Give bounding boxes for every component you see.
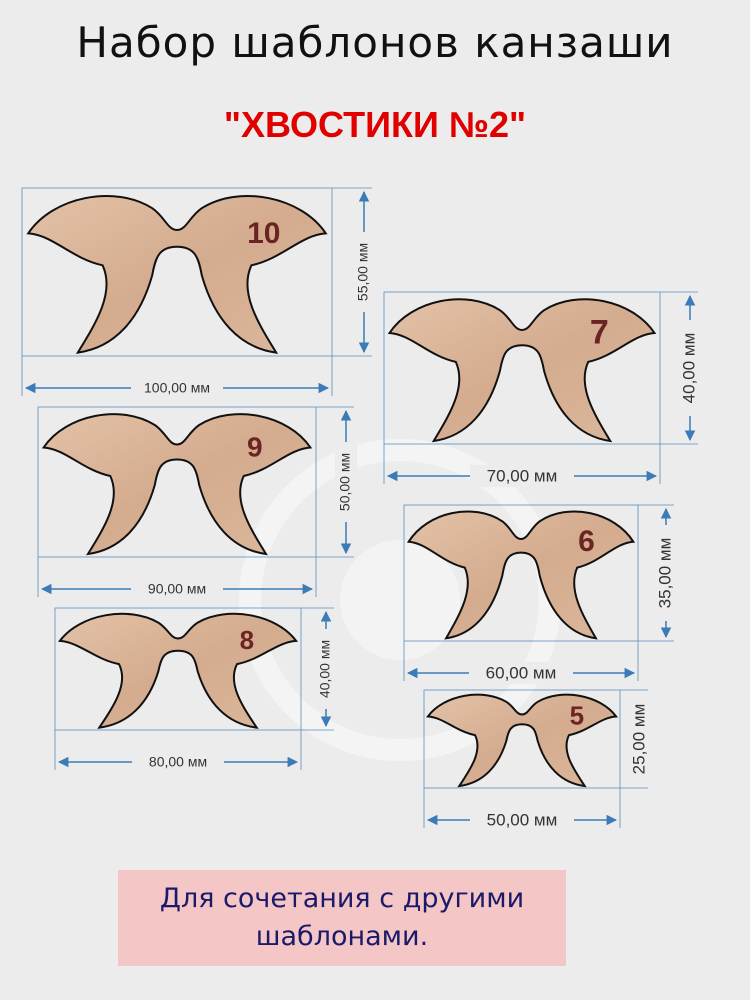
- height-label-bg: [629, 691, 651, 787]
- note-box: Для сочетания с другими шаблонами.: [118, 870, 566, 966]
- template-shape: [26, 195, 328, 354]
- template-frame: [21, 187, 333, 357]
- template-5: 5 50,00 мм 25,00 мм: [423, 689, 651, 831]
- template-9: 9 90,00 мм 50,00 мм: [37, 406, 357, 600]
- width-label: 100,00 мм: [144, 380, 210, 396]
- note-line-1: Для сочетания с другими: [159, 883, 525, 915]
- template-number: 7: [590, 314, 609, 352]
- height-label-bg: [353, 232, 375, 312]
- template-shape: [426, 693, 618, 788]
- width-label: 70,00 мм: [487, 466, 558, 485]
- background-swirl-center: [340, 540, 460, 660]
- template-number: 8: [240, 625, 254, 655]
- template-shape: [58, 612, 298, 729]
- width-label: 50,00 мм: [487, 810, 558, 829]
- template-number: 6: [578, 525, 595, 558]
- page-subtitle: "ХВОСТИКИ №2": [223, 104, 527, 145]
- height-label-bg: [335, 442, 357, 522]
- height-label-bg: [315, 629, 337, 709]
- width-label-bg: [131, 377, 223, 399]
- template-frame: [423, 689, 621, 789]
- height-label: 55,00 мм: [355, 243, 371, 301]
- height-label: 40,00 мм: [679, 333, 698, 404]
- width-label: 90,00 мм: [148, 581, 206, 597]
- note-line-2: шаблонами.: [255, 921, 429, 952]
- template-number: 10: [247, 217, 280, 250]
- template-shape: [41, 413, 313, 556]
- template-frame: [54, 607, 302, 731]
- template-shape: [387, 298, 657, 443]
- width-label-bg: [132, 751, 224, 773]
- template-frame: [37, 406, 317, 558]
- height-label-bg: [679, 320, 701, 416]
- width-label-bg: [470, 465, 574, 487]
- width-label-bg: [131, 578, 223, 600]
- template-number: 9: [247, 431, 263, 462]
- template-shape: [406, 510, 636, 640]
- height-label: 25,00 мм: [629, 704, 648, 775]
- template-frame: [403, 504, 639, 642]
- width-label-bg: [469, 662, 573, 684]
- template-6: 6 60,00 мм 35,00 мм: [403, 504, 677, 684]
- width-label-bg: [470, 809, 574, 831]
- height-label: 35,00 мм: [655, 538, 674, 609]
- height-label: 40,00 мм: [317, 640, 333, 698]
- template-7: 7 70,00 мм 40,00 мм: [383, 291, 701, 487]
- height-label: 50,00 мм: [337, 453, 353, 511]
- width-label: 60,00 мм: [486, 663, 557, 682]
- page-title: Набор шаблонов канзаши: [76, 18, 674, 67]
- template-number: 5: [570, 700, 584, 730]
- height-label-bg: [655, 525, 677, 621]
- template-frame: [383, 291, 661, 445]
- width-label: 80,00 мм: [149, 754, 207, 770]
- template-10: 10 100,00 мм 55,00 мм: [21, 187, 375, 399]
- template-8: 8 80,00 мм 40,00 мм: [54, 607, 337, 773]
